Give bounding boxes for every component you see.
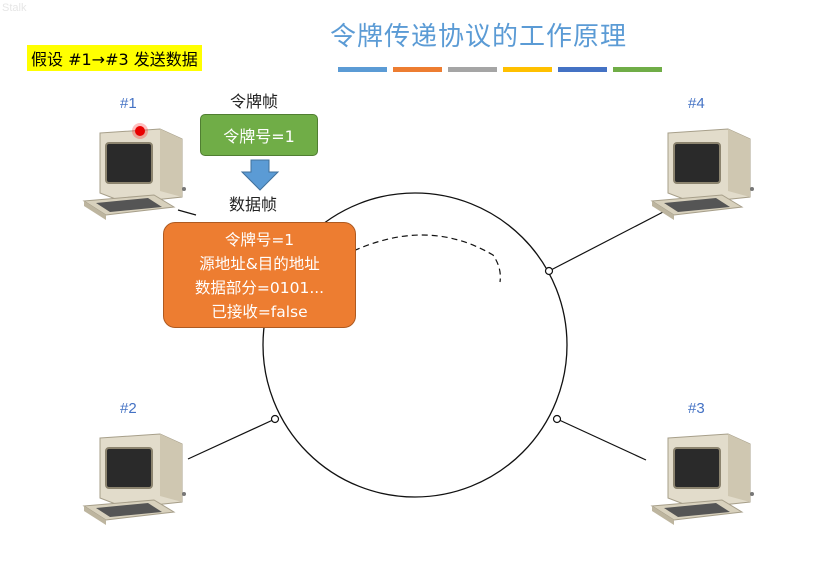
scenario-note: 假设 #1→#3 发送数据 xyxy=(27,45,202,71)
computer-icon xyxy=(82,123,186,220)
node-label-4: #4 xyxy=(688,95,705,112)
data-frame-line: 数据部分=0101... xyxy=(194,279,325,297)
computer-icon xyxy=(82,433,186,525)
data-frame-line: 源地址&目的地址 xyxy=(199,255,320,273)
port-node-3 xyxy=(552,414,562,424)
watermark: Stalk xyxy=(2,2,27,14)
node-label-1: #1 xyxy=(120,95,137,112)
port-node-4 xyxy=(544,266,554,276)
computer-icon xyxy=(650,433,754,525)
color-bar xyxy=(338,67,387,72)
color-bar xyxy=(393,67,442,72)
page-title: 令牌传递协议的工作原理 xyxy=(330,22,628,52)
title-color-bars xyxy=(338,67,662,72)
computer-icon xyxy=(650,128,754,220)
token-number-text: 令牌号=1 xyxy=(223,127,295,146)
port-node-2 xyxy=(270,414,280,424)
active-indicator xyxy=(135,126,145,136)
data-frame-caption: 数据帧 xyxy=(229,195,278,214)
down-arrow-icon xyxy=(240,159,280,191)
token-frame-box: 令牌号=1 xyxy=(200,114,318,156)
color-bar xyxy=(613,67,662,72)
node-label-2: #2 xyxy=(120,400,137,417)
color-bar xyxy=(448,67,497,72)
node-label-3: #3 xyxy=(688,400,705,417)
token-frame-caption: 令牌帧 xyxy=(230,92,279,111)
data-frame-line: 已接收=false xyxy=(211,303,308,321)
data-frame-line: 令牌号=1 xyxy=(224,231,295,249)
color-bar xyxy=(503,67,552,72)
color-bar xyxy=(558,67,607,72)
data-frame-box: 令牌号=1 源地址&目的地址 数据部分=0101... 已接收=false xyxy=(163,222,356,328)
